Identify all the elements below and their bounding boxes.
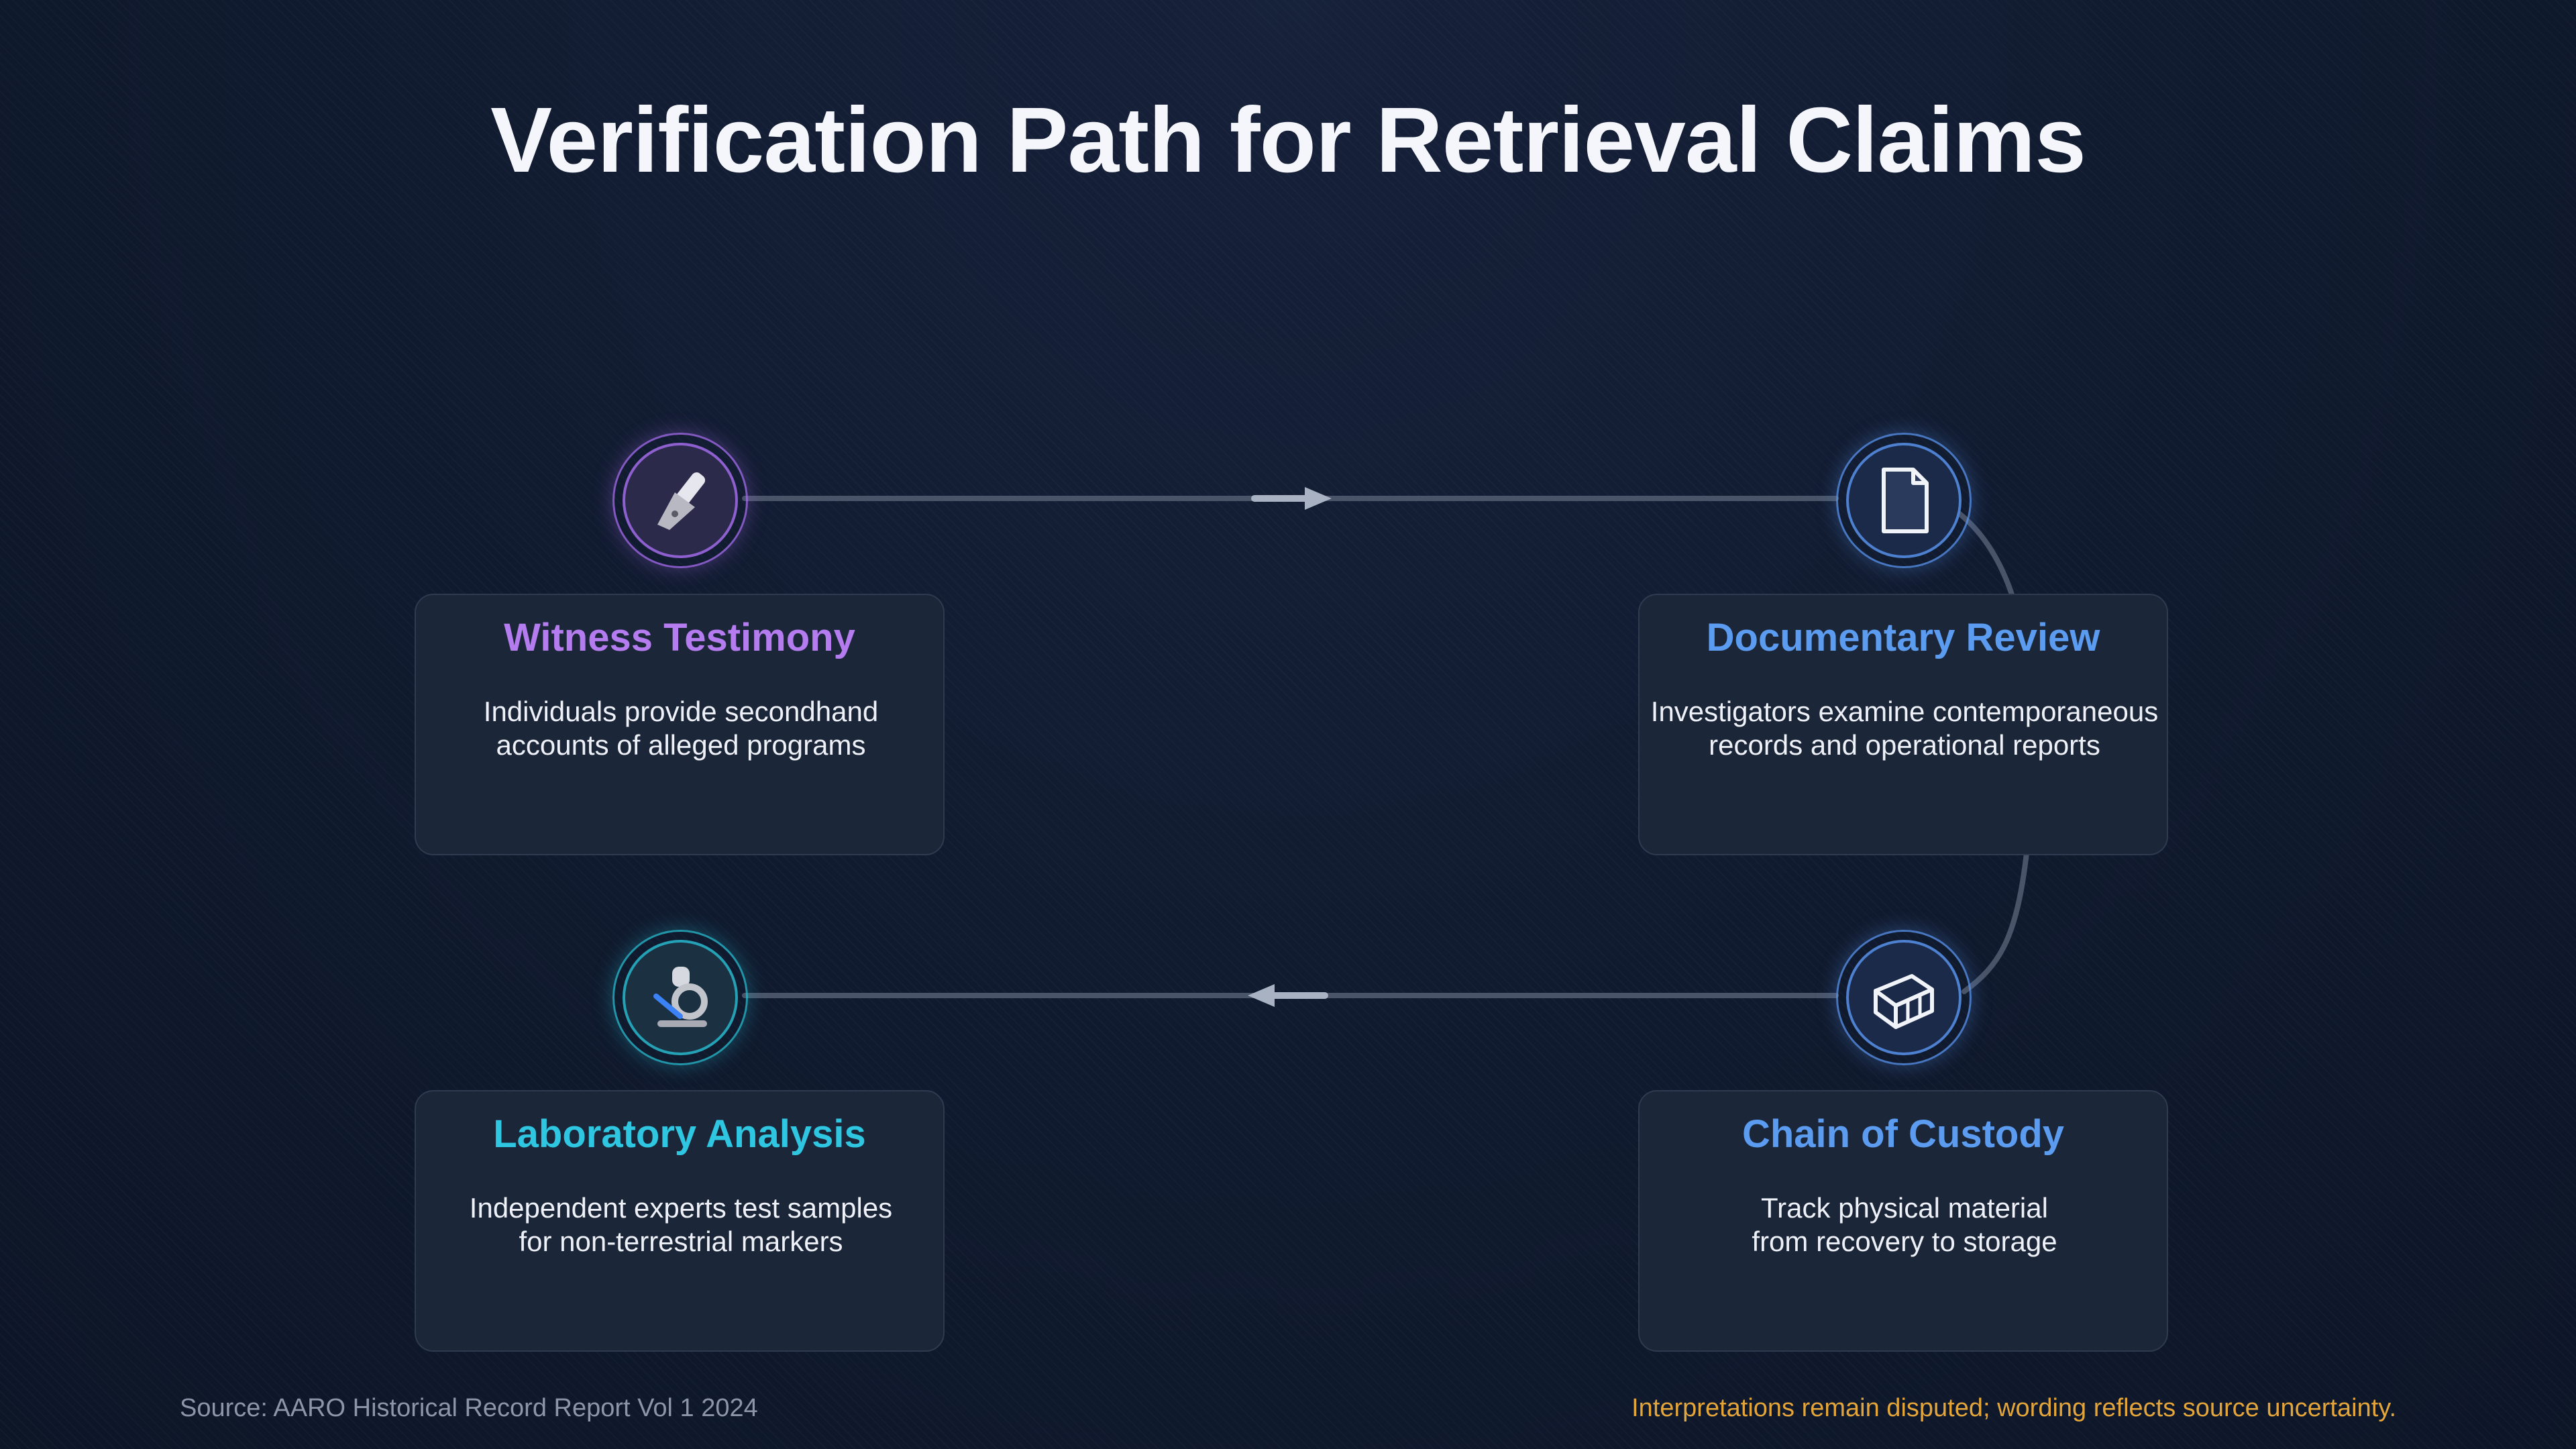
node-documentary-review <box>1836 433 1972 568</box>
disclaimer-note: Interpretations remain disputed; wording… <box>1631 1394 2396 1422</box>
document-icon <box>1882 468 1929 533</box>
node-witness-testimony <box>612 433 748 568</box>
node-laboratory-analysis <box>612 930 748 1065</box>
arrow-left-icon <box>1248 984 1328 1007</box>
step-description: Track physical material from recovery to… <box>1752 1192 2057 1257</box>
step-card-documentary-review: Documentary Review Investigators examine… <box>1638 594 2168 855</box>
microphone-icon <box>657 472 706 530</box>
step-card-laboratory-analysis: Laboratory Analysis Independent experts … <box>415 1090 945 1352</box>
step-heading: Laboratory Analysis <box>493 1112 866 1156</box>
microscope-icon <box>653 967 708 1027</box>
step-card-chain-of-custody: Chain of Custody Track physical material… <box>1638 1090 2168 1352</box>
source-citation: Source: AARO Historical Record Report Vo… <box>180 1394 758 1422</box>
node-chain-of-custody <box>1836 930 1972 1065</box>
step-description: Independent experts test samples for non… <box>469 1192 893 1257</box>
step-heading: Chain of Custody <box>1741 1112 2065 1156</box>
page-title: Verification Path for Retrieval Claims <box>490 89 2086 192</box>
container-icon <box>1874 974 1934 1029</box>
step-heading: Documentary Review <box>1706 616 2100 659</box>
step-description: Investigators examine contemporaneous re… <box>1650 696 2159 761</box>
step-heading: Witness Testimony <box>504 616 855 659</box>
arrow-right-icon <box>1251 487 1332 510</box>
step-card-witness-testimony: Witness Testimony Individuals provide se… <box>415 594 945 855</box>
step-description: Individuals provide secondhand accounts … <box>483 696 879 761</box>
